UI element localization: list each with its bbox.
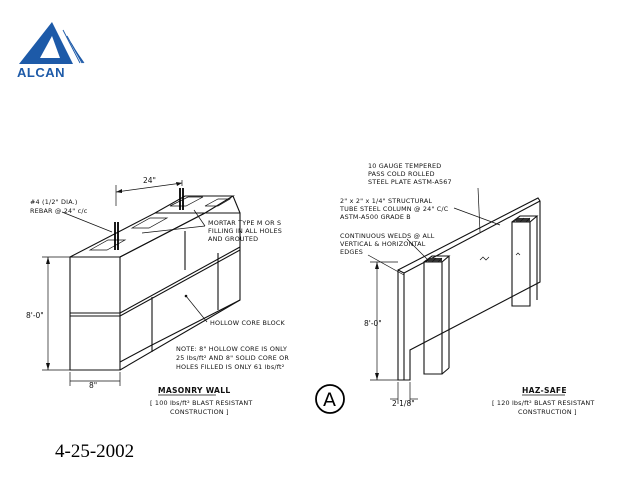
masonry-note-2: 25 lbs/ft² AND 8" SOLID CORE OR xyxy=(176,354,289,362)
masonry-title: MASONRY WALL xyxy=(158,386,230,395)
masonry-caption-2: CONSTRUCTION ] xyxy=(170,408,229,416)
plate-label-2: PASS COLD ROLLED xyxy=(368,170,435,178)
alcan-logo: ALCAN xyxy=(17,22,85,80)
mortar-label-3: AND GROUTED xyxy=(208,235,258,243)
rebar-rods xyxy=(114,188,184,250)
masonry-height: 8'-0" xyxy=(26,311,44,320)
hazsafe-caption-1: [ 120 lbs/ft² BLAST RESISTANT xyxy=(492,399,595,407)
plate-label-3: STEEL PLATE ASTM-A567 xyxy=(368,178,452,186)
hazsafe-height: 8'-0" xyxy=(364,319,382,328)
welds-label-3: EDGES xyxy=(340,248,363,256)
plate-label-1: 10 GAUGE TEMPERED xyxy=(368,162,441,170)
welds-label-1: CONTINUOUS WELDS @ ALL xyxy=(340,232,435,240)
detail-marker-letter: A xyxy=(323,389,336,411)
rebar-spacing: 24" xyxy=(143,176,156,185)
rebar-label-2: REBAR @ 24" c/c xyxy=(30,207,88,215)
masonry-note-3: HOLES FILLED IS ONLY 61 lbs/ft² xyxy=(176,363,285,371)
masonry-note-1: NOTE: 8" HOLLOW CORE IS ONLY xyxy=(176,345,287,353)
logo-text: ALCAN xyxy=(17,65,65,80)
hazsafe-thickness: 2 1/8" xyxy=(392,399,415,408)
document-date: 4-25-2002 xyxy=(55,441,135,462)
rebar-label-1: #4 (1/2" DIA.) xyxy=(30,198,78,206)
welds-label-2: VERTICAL & HORIZONTAL xyxy=(340,240,426,248)
hazsafe-drawing: 8'-0" 2 1/8" xyxy=(364,187,541,408)
masonry-caption-1: [ 100 lbs/ft² BLAST RESISTANT xyxy=(150,399,253,407)
tube-label-1: 2" x 2" x 1/4" STRUCTURAL xyxy=(340,197,432,205)
detail-marker: A xyxy=(315,384,345,414)
masonry-width: 8" xyxy=(89,381,97,390)
hazsafe-title: HAZ-SAFE xyxy=(522,386,567,395)
tube-label-2: TUBE STEEL COLUMN @ 24" C/C xyxy=(339,205,449,213)
mortar-label-2: FILLING IN ALL HOLES xyxy=(208,227,282,235)
tube-label-3: ASTM-A500 GRADE B xyxy=(340,213,411,221)
alcan-triangle-icon xyxy=(19,22,85,64)
hazsafe-caption-2: CONSTRUCTION ] xyxy=(518,408,577,416)
mortar-label-1: MORTAR TYPE M OR S xyxy=(208,219,281,227)
masonry-wall-drawing: 24" 8'-0" 8" xyxy=(26,176,241,390)
hollow-core-label: HOLLOW CORE BLOCK xyxy=(210,319,286,327)
